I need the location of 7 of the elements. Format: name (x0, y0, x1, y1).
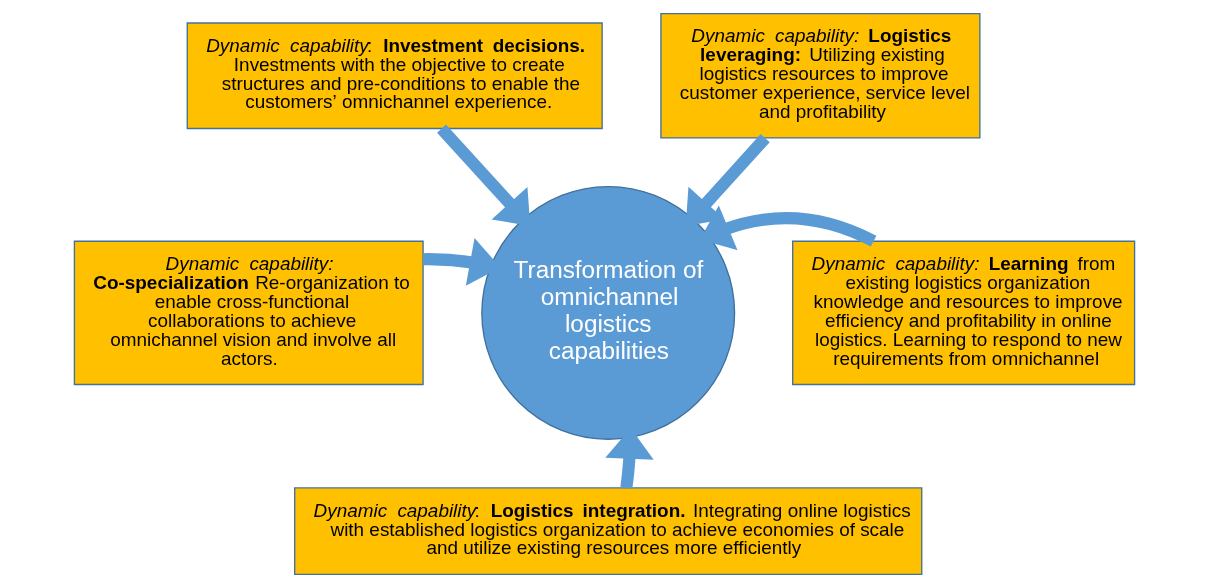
arrow (685, 134, 770, 226)
node-box: Dynamic capability: Logistics integration. Integrating online logistics with established logistics organization to achieve economies of scale and utilize existing resources more efficiently (293, 487, 922, 576)
node-box: Dynamic capability: Learning from existing logistics organization knowledge and resources to improve efficiency and profitability in online logistics. Learning to respond to new requirements from omnichannel (791, 240, 1135, 386)
node-box: Dynamic capability: Logistics leveraging: Utilizing existing logistics resources to improve customer experience, service level and profitability (659, 12, 981, 139)
arrow (436, 124, 530, 226)
node-box: Dynamic capability: Investment decisions. Investments with the objective to create structures and pre-conditions to enable the customers’ omnichannel experience. (186, 22, 603, 130)
node-box: Dynamic capability: Co-specialization Re-organization to enable cross-functional collaborations to achieve omnichannel vision and involve all actors. (73, 240, 424, 386)
